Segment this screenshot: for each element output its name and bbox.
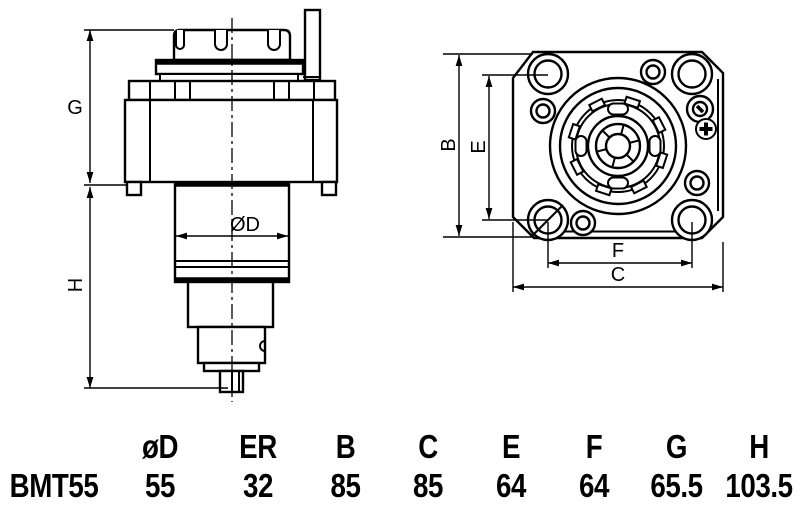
ring-tick (569, 157, 585, 177)
spindle-nose-step1 (186, 280, 275, 329)
ring-tick (623, 95, 642, 110)
main-body (123, 98, 339, 184)
spec-value-h: 103.5 (725, 467, 793, 504)
spec-value-c: 85 (412, 467, 444, 504)
bolt-hole-inner (533, 59, 563, 89)
side-view-drawing: G H ØD (65, 8, 339, 402)
ring-tick (651, 115, 667, 135)
ring-tick (567, 122, 582, 141)
slot-north (607, 102, 629, 116)
spec-value-b: 85 (330, 467, 361, 504)
e-dimension: E (468, 74, 548, 221)
ring-tick (587, 97, 607, 113)
spec-header-c: C (418, 428, 438, 465)
mounting-foot (320, 180, 338, 197)
center-bore (604, 132, 632, 160)
spec-header-b: B (335, 428, 356, 465)
spec-value-e: 64 (495, 467, 527, 504)
dim-label-od: ØD (230, 214, 260, 236)
spec-table: øD ER B C E F G H BMT55 55 32 85 85 64 6… (0, 430, 800, 505)
mounting-foot (125, 180, 143, 197)
locating-hole-inner (575, 215, 591, 231)
set-screw-slot (695, 104, 705, 114)
nut-slot (175, 30, 185, 50)
slot-west (574, 135, 588, 157)
slot-east (648, 135, 662, 157)
ring-tick (594, 182, 613, 197)
locating-holes (529, 58, 711, 237)
nut-slot (267, 30, 281, 51)
spec-value-f: 64 (578, 467, 610, 504)
spec-header-f: F (585, 428, 603, 465)
nut-slot (214, 30, 228, 51)
bolt-hole-slash (530, 204, 564, 238)
od-dimension: ØD (176, 214, 288, 240)
drawing-canvas: G H ØD (65, 8, 725, 402)
hub-spoke (629, 139, 640, 144)
ring-tick (629, 179, 649, 195)
hub-spoke (620, 124, 625, 135)
corner-bolt-holes (526, 52, 714, 242)
hub-spoke (601, 129, 611, 139)
hub-spoke (611, 157, 616, 168)
spec-value-er: 32 (242, 467, 274, 504)
dim-label-e: E (468, 140, 490, 153)
f-dimension: F (547, 222, 693, 268)
nose-notch (259, 340, 266, 352)
dim-label-g: G (67, 97, 83, 119)
coolant-slots (574, 102, 662, 190)
drive-pin (303, 8, 322, 82)
dim-label-c: C (611, 264, 625, 286)
locating-hole-inner (689, 175, 705, 191)
b-dimension: B (438, 53, 534, 238)
g-dimension: G (67, 29, 174, 186)
locating-hole-inner (645, 64, 661, 80)
spec-header-er: ER (239, 428, 277, 465)
dim-label-h: H (65, 278, 87, 292)
locating-hole-inner (535, 103, 551, 119)
hub-spoke (596, 148, 607, 153)
spec-value-g: 65.5 (650, 467, 703, 504)
spec-header-h: H (749, 428, 769, 465)
spec-header-e: E (501, 428, 521, 465)
spec-header-od: øD (141, 428, 179, 465)
hub-spokes (596, 124, 640, 168)
spec-model-name: BMT55 (9, 467, 99, 504)
slot-south (607, 176, 629, 190)
spec-value-od: 55 (144, 467, 176, 504)
hub-spoke (625, 153, 635, 163)
bolt-hole-inner (677, 59, 707, 89)
dim-label-f: F (612, 240, 624, 262)
collet-ring-ticks (567, 95, 669, 197)
spec-header-g: G (665, 428, 688, 465)
front-view-drawing: B E F C (438, 50, 725, 292)
ring-tick (654, 151, 669, 170)
h-dimension: H (65, 187, 228, 389)
c-dimension: C (512, 222, 724, 292)
spec-header-model (9, 430, 100, 466)
dim-label-b: B (438, 138, 460, 151)
